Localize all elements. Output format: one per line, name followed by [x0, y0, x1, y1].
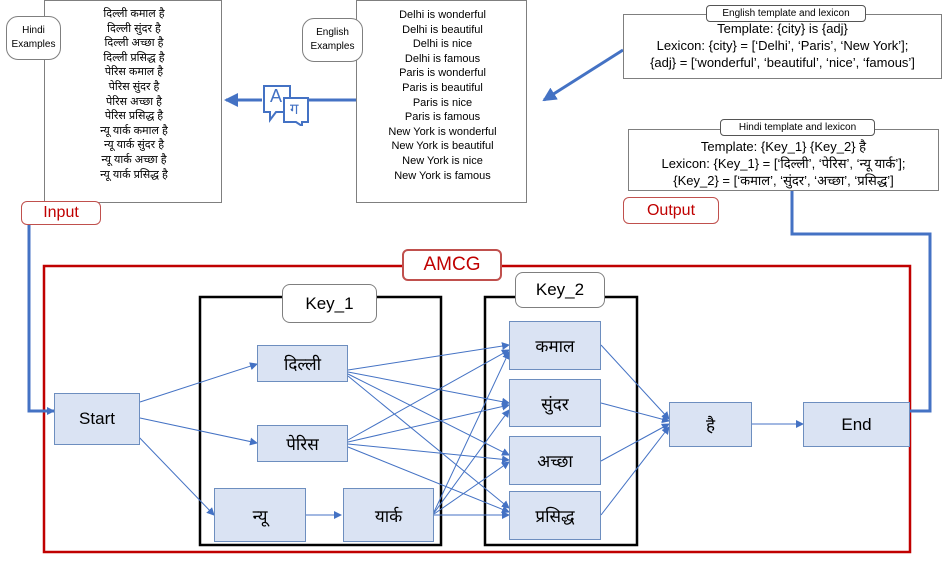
english-examples-sentence: New York is beautiful: [391, 140, 494, 153]
hindi-examples-sentence: न्यू यार्क अच्छा है: [101, 153, 167, 166]
hindi-examples-sentence: न्यू यार्क कमाल है: [100, 124, 168, 137]
english-examples-sentence: Paris is famous: [404, 111, 481, 124]
new-node: न्यू: [214, 488, 306, 542]
key1-title: Key_1: [282, 284, 377, 323]
arrow-template-to-en: [542, 48, 624, 102]
english-template-line-2: Lexicon: {city} = [‘Delhi’, ‘Paris’, ‘Ne…: [656, 38, 909, 53]
hindi-examples-document: दिल्ली कमाल है दिल्ली सुंदर है दिल्ली अच्छ…: [44, 0, 222, 203]
english-examples-sentence: Delhi is nice: [412, 38, 473, 51]
english-examples-label: English Examples: [302, 18, 363, 62]
arrow-input-to-start: [27, 224, 55, 415]
paris-node: पेरिस: [257, 425, 348, 462]
output-label: Output: [623, 197, 719, 224]
english-examples-sentence: New York is famous: [394, 169, 491, 182]
hindi-template-box: Template: {Key_1} {Key_2} है Lexicon: {K…: [628, 129, 939, 191]
hindi-example-list: दिल्ली कमाल है दिल्ली सुंदर है दिल्ली अच्छ…: [45, 7, 223, 182]
arrow-end-to-output: [785, 176, 932, 413]
key2-title: Key_2: [515, 272, 605, 308]
english-template-line-3: {adj} = [‘wonderful’, ‘beautiful’, ‘nice…: [650, 55, 915, 70]
english-template-box: Template: {city} is {adj} Lexicon: {city…: [623, 14, 942, 79]
amcg-frame: [42, 264, 912, 554]
hindi-template-line-3: {Key_2} = [‘कमाल’, ‘सुंदर’, ‘अच्छा’, ‘प्…: [673, 173, 894, 188]
hindi-examples-sentence: दिल्ली प्रसिद्ध है: [103, 51, 165, 64]
input-label: Input: [21, 201, 101, 225]
start-node: Start: [54, 393, 140, 445]
english-examples-sentence: Paris is beautiful: [402, 81, 483, 94]
english-examples-sentence: New York is wonderful: [388, 125, 497, 138]
hindi-examples-sentence: पेरिस अच्छा है: [106, 95, 162, 108]
hindi-template-line-2: Lexicon: {Key_1} = [‘दिल्ली’, ‘पेरिस’, ‘…: [661, 156, 906, 171]
english-template-title: English template and lexicon: [706, 5, 866, 22]
amcg-label: AMCG: [402, 249, 502, 281]
hindi-examples-sentence: दिल्ली सुंदर है: [107, 22, 161, 35]
achha-node: अच्छा: [509, 436, 601, 485]
english-examples-sentence: New York is nice: [402, 154, 483, 167]
english-examples-sentence: Delhi is famous: [404, 52, 481, 65]
kamal-node: कमाल: [509, 321, 601, 370]
hindi-examples-sentence: न्यू यार्क प्रसिद्ध है: [100, 168, 168, 181]
hindi-template-title: Hindi template and lexicon: [720, 119, 875, 136]
translate-source-letter: A: [270, 86, 283, 106]
prasiddh-node: प्रसिद्ध: [509, 491, 601, 540]
york-node: यार्क: [343, 488, 434, 542]
translate-icon: A ग: [262, 84, 310, 128]
hindi-examples-sentence: न्यू यार्क सुंदर है: [103, 139, 165, 152]
english-template-line-1: Template: {city} is {adj}: [717, 21, 848, 36]
hindi-examples-sentence: पेरिस कमाल है: [104, 66, 164, 79]
english-examples-sentence: Paris is wonderful: [399, 67, 486, 80]
hindi-examples-sentence: पेरिस प्रसिद्ध है: [104, 110, 164, 123]
english-examples-sentence: Delhi is wonderful: [399, 9, 486, 21]
english-examples-sentence: Paris is nice: [412, 96, 473, 109]
hindi-examples-sentence: दिल्ली कमाल है: [103, 8, 165, 20]
hai-node: है: [669, 402, 752, 447]
hindi-examples-sentence: पेरिस सुंदर है: [108, 80, 160, 93]
english-examples-sentence: Delhi is beautiful: [402, 23, 483, 36]
translate-target-letter: ग: [290, 101, 299, 118]
hindi-template-line-1: Template: {Key_1} {Key_2} है: [700, 139, 867, 154]
hindi-examples-sentence: दिल्ली अच्छा है: [104, 37, 164, 50]
hindi-examples-label: Hindi Examples: [6, 16, 61, 60]
delhi-node: दिल्ली: [257, 345, 348, 382]
end-node: End: [803, 402, 910, 447]
sundar-node: सुंदर: [509, 379, 601, 427]
